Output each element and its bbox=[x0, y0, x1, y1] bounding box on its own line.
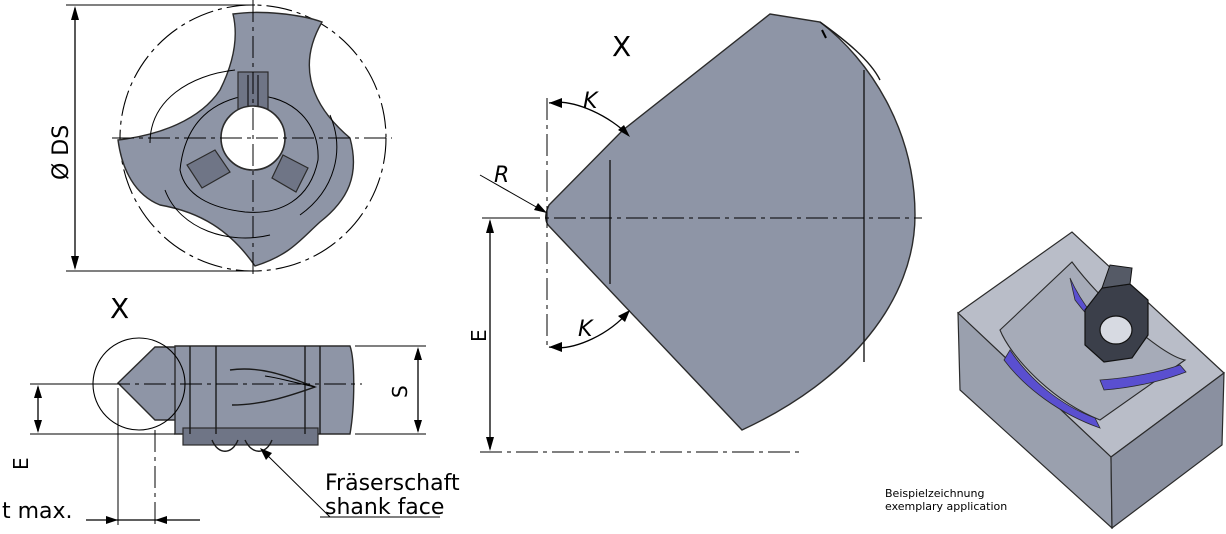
e-label-side: E bbox=[9, 457, 33, 470]
shank-leader bbox=[261, 449, 331, 518]
groove-accent bbox=[1003, 349, 1101, 429]
shank-label-de: Fräserschaft bbox=[325, 471, 460, 496]
e-label-detail: E bbox=[467, 329, 491, 342]
example-label-de: Beispielzeichnung bbox=[885, 487, 984, 500]
ring-line bbox=[164, 189, 271, 239]
detail-x-view: X K K R E bbox=[467, 13, 922, 453]
shank-face-lugs bbox=[182, 427, 319, 446]
angle-k-bottom-label: K bbox=[578, 317, 594, 342]
ring-line bbox=[299, 114, 338, 216]
diameter-label: Ø DS bbox=[49, 125, 74, 180]
block-side bbox=[1110, 371, 1225, 530]
detail-tip-body bbox=[544, 13, 916, 431]
example-label-en: exemplary application bbox=[885, 500, 1007, 513]
shank-label-en: shank face bbox=[325, 495, 444, 520]
inner-ring bbox=[179, 94, 319, 213]
angle-k-top-label: K bbox=[583, 89, 599, 114]
radius-label: R bbox=[494, 163, 509, 188]
example-application: Beispielzeichnung exemplary application bbox=[885, 231, 1225, 530]
ring-line bbox=[149, 69, 236, 144]
detail-x-label: X bbox=[612, 30, 631, 63]
side-view-x-label: X bbox=[110, 292, 129, 325]
insert-hole bbox=[1099, 315, 1133, 345]
side-view: X S E t max. bbox=[2, 292, 460, 525]
side-body bbox=[174, 345, 355, 435]
slot-right bbox=[271, 154, 309, 193]
top-view: Ø DS bbox=[49, 0, 392, 276]
tmax-label: t max. bbox=[2, 499, 73, 524]
slot-left bbox=[186, 149, 231, 189]
radius-leader bbox=[479, 174, 546, 213]
s-label: S bbox=[388, 385, 412, 398]
